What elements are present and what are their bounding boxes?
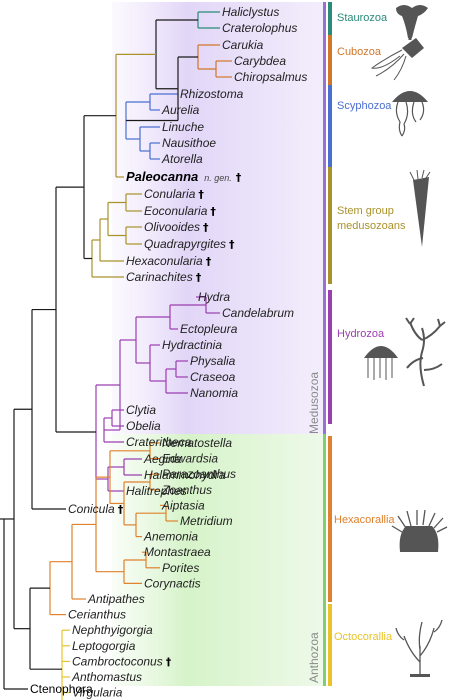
bar-scyphozoa [328, 85, 332, 167]
bar-medusozoa [323, 2, 326, 434]
extinct-dagger-icon: † [229, 238, 235, 251]
bar-stem [328, 167, 332, 284]
taxon-label-anemonia: Anemonia [143, 530, 198, 544]
taxon-label-conularia: Conularia [144, 187, 196, 201]
taxon-label-montastraea: Montastraea [144, 545, 211, 559]
taxon-label-parazoanthus: Parazoanthus [162, 467, 236, 481]
taxon-label-carinachites: Carinachites [126, 270, 193, 284]
hexacorallia-silhouette-icon [391, 509, 448, 552]
taxon-label-carybdea: Carybdea [234, 54, 286, 68]
taxon-label-aurelia: Aurelia [161, 103, 200, 117]
taxon-label-hydra: Hydra [198, 290, 230, 304]
octocorallia-silhouette-icon [395, 619, 443, 677]
taxon-label-hydractinia: Hydractinia [162, 338, 222, 352]
taxon-label-nanomia: Nanomia [190, 386, 238, 400]
taxon-label-nephthyigorgia: Nephthyigorgia [72, 623, 153, 637]
taxon-label-linuche: Linuche [162, 120, 204, 134]
taxon-label-ectopleura: Ectopleura [180, 322, 238, 336]
extinct-dagger-icon: † [203, 221, 209, 234]
extinct-dagger-icon: † [118, 503, 124, 516]
medusozoa-background [112, 2, 324, 434]
medusozoa-label: Medusozoa [307, 372, 321, 434]
taxon-label-metridium: Metridium [180, 514, 233, 528]
new-genus-note: n. gen. [204, 173, 232, 183]
stem-medusozoan-silhouette-icon [409, 169, 431, 247]
bar-staurozoa [328, 2, 332, 35]
bar-octocorallia [328, 604, 332, 686]
taxon-label-eoconularia: Eoconularia [144, 204, 208, 218]
taxon-label-porites: Porites [162, 561, 199, 575]
tree-branches [0, 11, 232, 700]
taxon-label-nematostella: Nematostella [162, 436, 232, 450]
taxon-label-atorella: Atorella [161, 152, 203, 166]
taxon-label-hexaconularia: Hexaconularia [126, 254, 203, 268]
taxon-label-edwardsia: Edwardsia [162, 452, 218, 466]
taxon-label-aiptasia: Aiptasia [161, 498, 205, 512]
group-label-hexacorallia: Hexacorallia [334, 514, 395, 526]
taxon-label-obelia: Obelia [126, 419, 161, 433]
taxon-label-crateritheca: Crateritheca [126, 435, 192, 449]
taxon-label-anthomastus: Anthomastus [71, 670, 142, 684]
taxon-label-aegina: Aegina [143, 452, 182, 466]
taxon-label-haliclystus: Haliclystus [222, 5, 279, 19]
anthozoa-background [112, 434, 324, 686]
extinct-dagger-icon: † [166, 655, 172, 668]
extinct-dagger-icon: † [206, 255, 212, 268]
bar-anthozoa [323, 434, 326, 686]
group-label-stem-line2: medusozoans [337, 220, 406, 232]
taxon-label-clytia: Clytia [126, 403, 156, 417]
taxon-label-paleocanna: Paleocanna [126, 169, 198, 184]
taxon-label-zoanthus: Zoanthus [161, 483, 212, 497]
bar-cubozoa [328, 35, 332, 85]
hydrozoa-medusa-silhouette-icon [364, 346, 398, 380]
taxon-label-cerianthus: Cerianthus [68, 608, 126, 622]
group-label-stem-line1: Stem group [337, 205, 394, 217]
extinct-dagger-icon: † [198, 188, 204, 201]
anthozoa-label: Anthozoa [307, 632, 321, 683]
group-label-scyphozoa: Scyphozoa [337, 100, 392, 112]
taxon-labels: HaliclystusCraterolophusCarukiaCarybdeaC… [30, 5, 307, 700]
group-label-staurozoa: Staurozoa [337, 12, 388, 24]
taxon-label-chiropsalmus: Chiropsalmus [234, 70, 307, 84]
taxon-label-rhizostoma: Rhizostoma [180, 87, 244, 101]
outgroup-label: Ctenophora [30, 682, 93, 696]
extinct-dagger-icon: † [236, 171, 242, 184]
staurozoa-silhouette-icon [396, 5, 428, 40]
extinct-dagger-icon: † [196, 271, 202, 284]
taxon-label-craterolophus: Craterolophus [222, 21, 297, 35]
taxon-label-nausithoe: Nausithoe [162, 136, 216, 150]
taxon-label-cambroctoconus: Cambroctoconus [72, 654, 163, 668]
group-label-octocorallia: Octocorallia [334, 631, 393, 643]
hydrozoa-polyp-silhouette-icon [405, 317, 446, 387]
cubozoa-silhouette-icon [370, 38, 424, 81]
bar-hydrozoa [328, 290, 332, 424]
taxon-label-quadrapyrgites: Quadrapyrgites [144, 237, 226, 251]
taxon-label-halitrephes: Halitrephes [126, 484, 187, 498]
taxon-label-olivooides: Olivooides [144, 220, 200, 234]
taxon-label-candelabrum: Candelabrum [222, 306, 294, 320]
taxon-label-corynactis: Corynactis [144, 576, 201, 590]
taxon-label-antipathes: Antipathes [87, 592, 145, 606]
extinct-dagger-icon: † [210, 205, 216, 218]
taxon-label-carukia: Carukia [222, 38, 264, 52]
group-label-hydrozoa: Hydrozoa [337, 328, 385, 340]
scyphozoa-silhouette-icon [392, 91, 428, 137]
group-label-cubozoa: Cubozoa [337, 46, 382, 58]
taxon-label-virgularia: Virgularia [72, 686, 123, 700]
taxon-label-physalia: Physalia [190, 354, 236, 368]
taxon-label-craseoa: Craseoa [190, 370, 236, 384]
taxon-label-halammohydra: Halammohydra [144, 468, 226, 482]
taxon-label-leptogorgia: Leptogorgia [72, 639, 136, 653]
taxon-label-conicula: Conicula [68, 502, 115, 516]
bar-hexacorallia [328, 436, 332, 602]
